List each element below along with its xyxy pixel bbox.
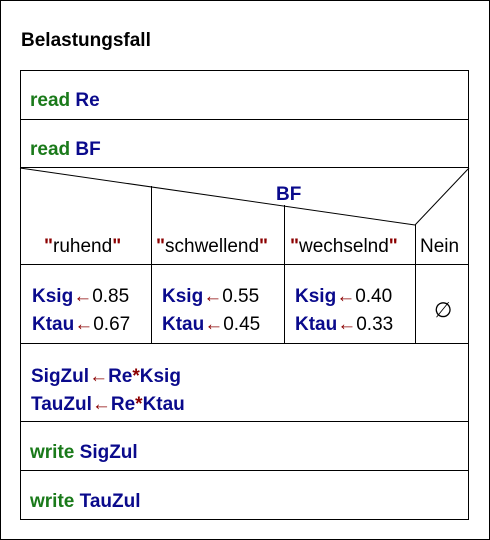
assign-sigzul: SigZul←Re*Ksig: [31, 366, 181, 387]
branch-ruhend-ktau: Ktau←0.67: [32, 314, 131, 335]
case-label-wechselnd: "wechselnd": [290, 236, 398, 257]
branch-wechselnd-ktau: Ktau←0.33: [295, 314, 394, 335]
case-diagonal-right: [414, 167, 470, 226]
assign-tauzul: TauZul←Re*Ktau: [31, 394, 185, 415]
statement-read-bf: read BF: [30, 139, 101, 161]
statement-read-re: read Re: [30, 90, 100, 112]
variable-tauzul: TauZul: [79, 491, 141, 512]
case-diagonal-left: [19, 167, 416, 226]
case-label-schwellend: "schwellend": [156, 236, 269, 257]
case-label-default: Nein: [420, 236, 460, 257]
branch-schwellend-ksig: Ksig←0.55: [162, 286, 260, 307]
branch-schwellend-ktau: Ktau←0.45: [162, 314, 261, 335]
empty-set-icon: ∅: [434, 299, 453, 322]
variable-sigzul: SigZul: [79, 442, 138, 463]
diagram-title: Belastungsfall: [21, 30, 151, 51]
case-label-ruhend: "ruhend": [44, 236, 122, 257]
case-selector: BF: [276, 184, 302, 205]
variable-re: Re: [75, 90, 100, 111]
branch-ruhend-ksig: Ksig←0.85: [32, 286, 130, 307]
keyword-write: write: [30, 442, 75, 463]
statement-write-sigzul: write SigZul: [30, 442, 138, 464]
keyword-read: read: [30, 139, 71, 160]
variable-bf: BF: [75, 139, 101, 160]
keyword-read: read: [30, 90, 71, 111]
structogram-outline: [20, 70, 469, 520]
keyword-write: write: [30, 491, 75, 512]
branch-wechselnd-ksig: Ksig←0.40: [295, 286, 393, 307]
statement-write-tauzul: write TauZul: [30, 491, 141, 513]
